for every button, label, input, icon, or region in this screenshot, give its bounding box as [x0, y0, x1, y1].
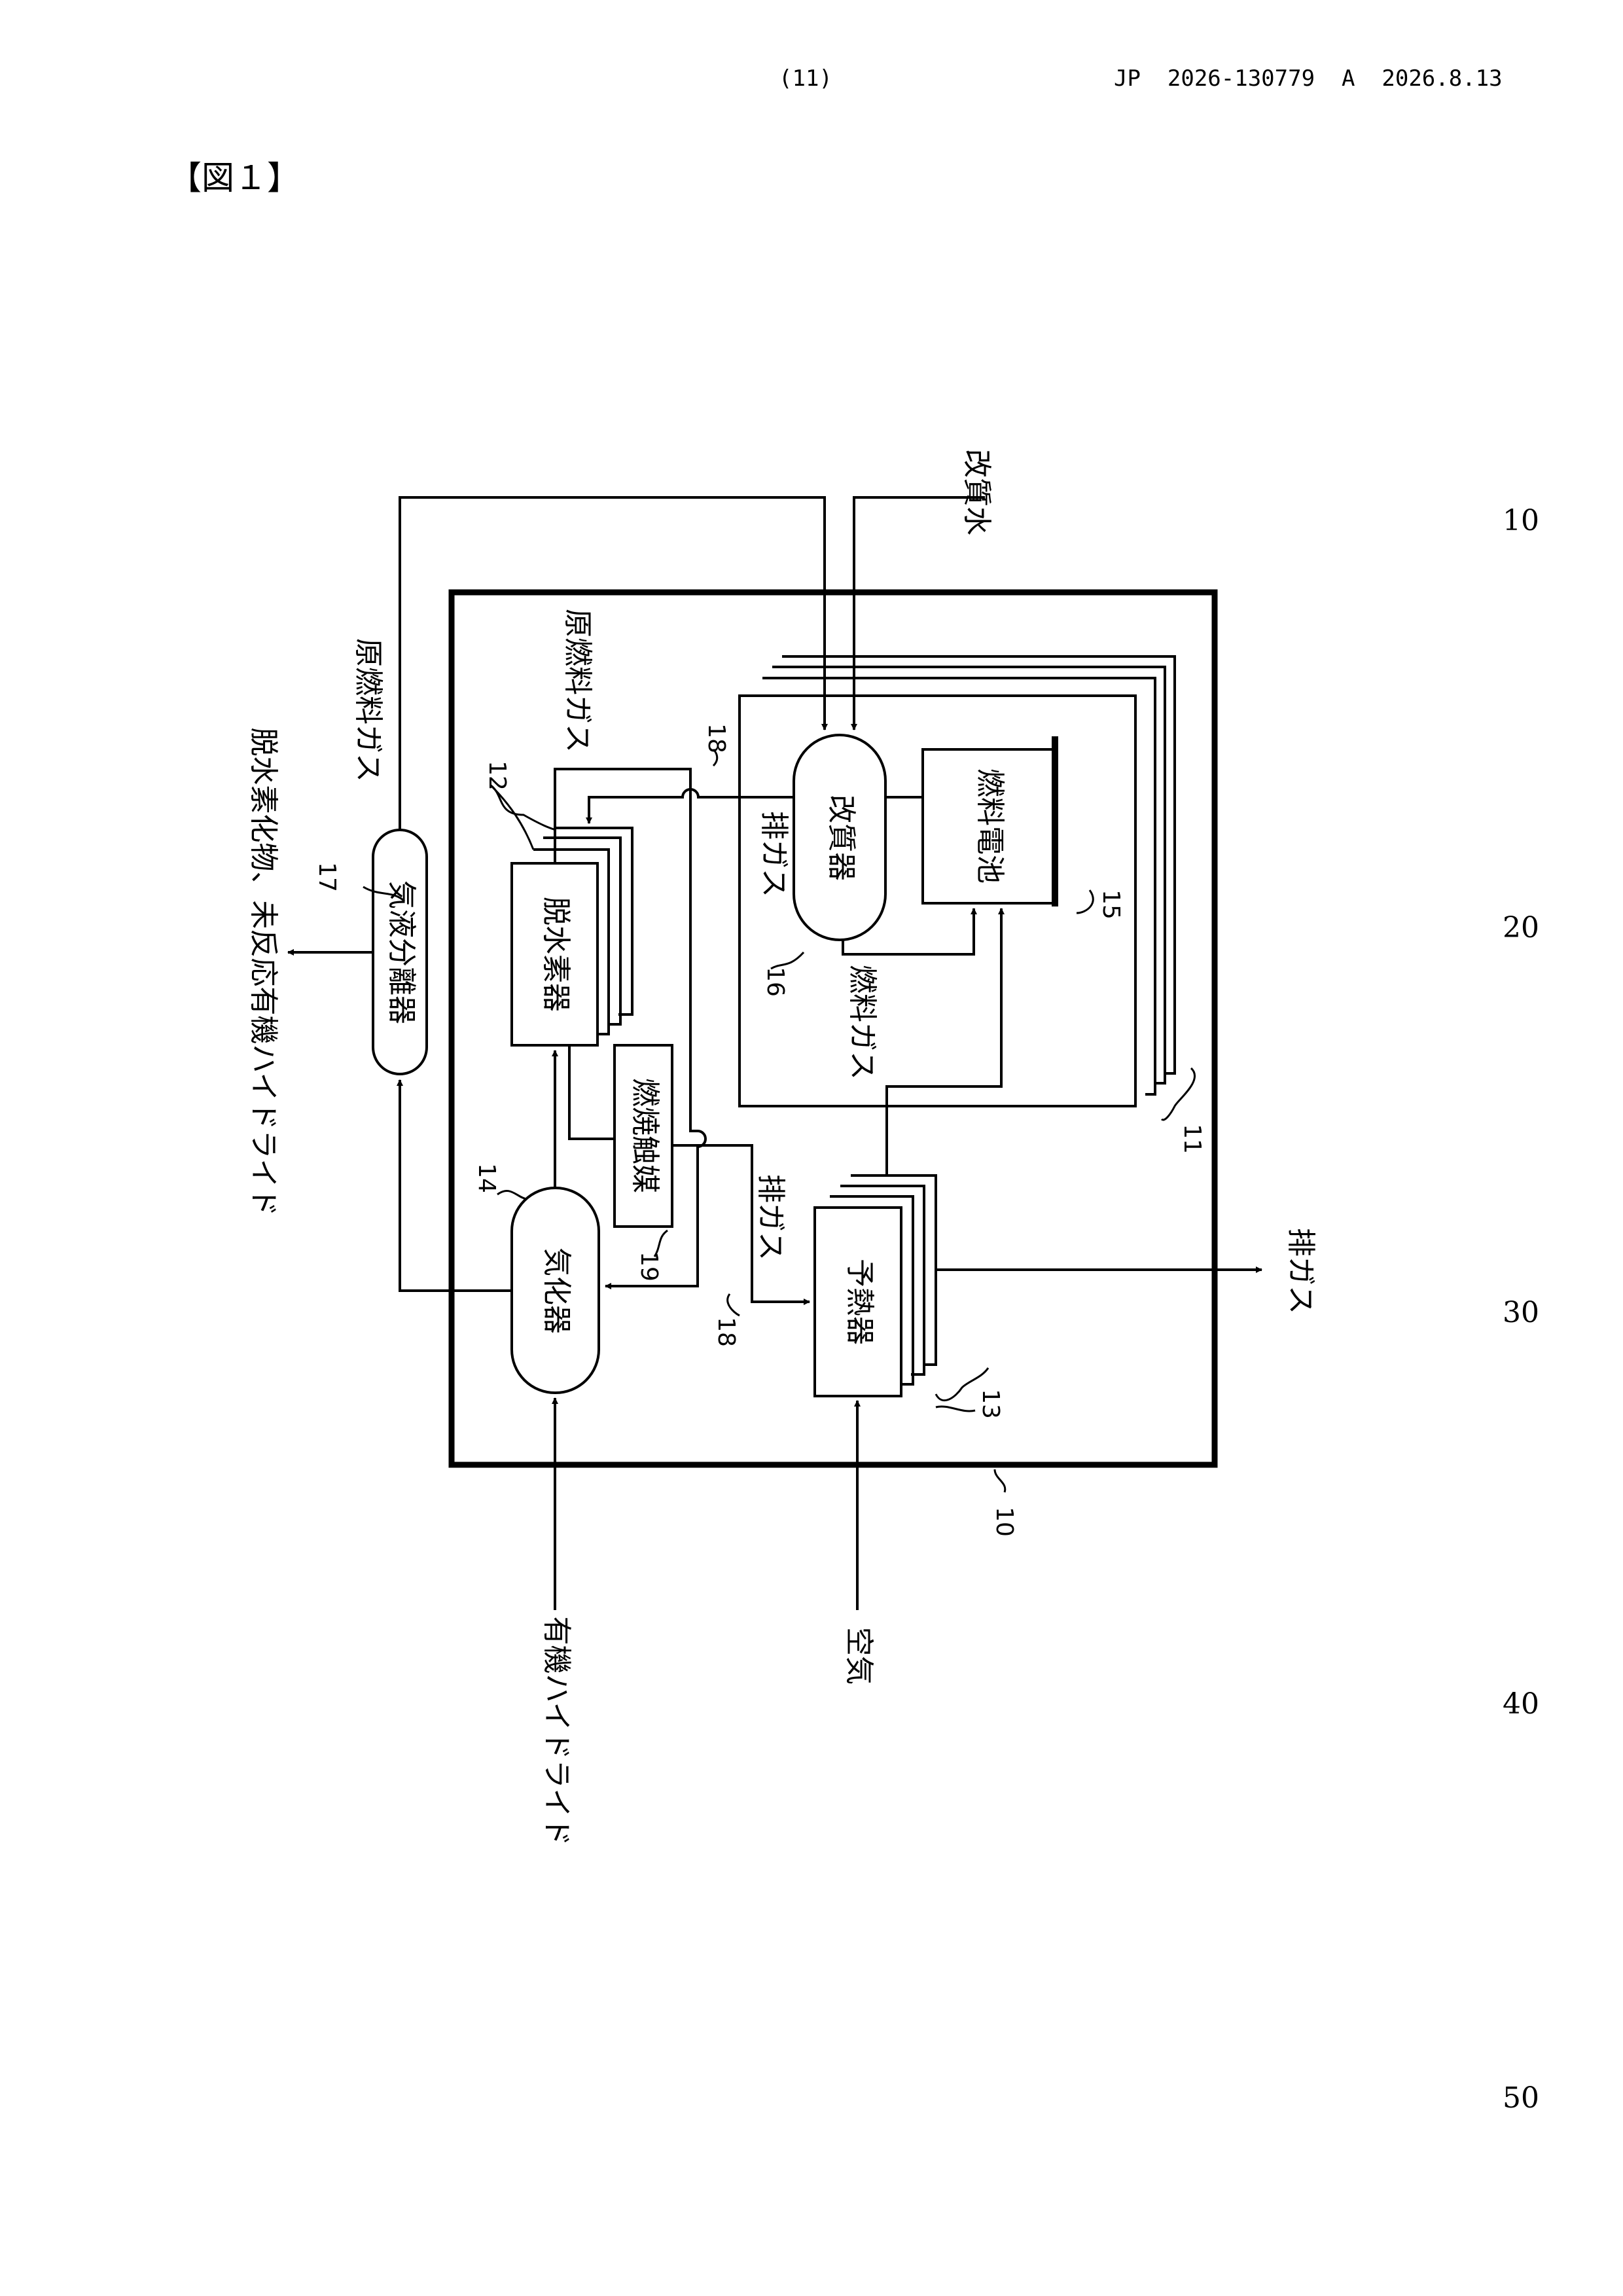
dehydrogenator-label: 脱水素器 — [539, 897, 573, 1012]
reformer-label: 改質器 — [825, 795, 858, 881]
preheater-label: 予熱器 — [843, 1259, 876, 1345]
vaporizer-label: 気化器 — [540, 1247, 573, 1334]
fuel-cell-label: 燃料電池 — [973, 768, 1007, 884]
separator-label: 気液分離器 — [385, 880, 418, 1024]
ref-13: 13 — [977, 1389, 1004, 1419]
module-frame-2 — [762, 678, 1155, 1094]
fuel-gas-label: 燃料ガス — [846, 965, 879, 1080]
exhaust-top-label: 排ガス — [757, 811, 791, 897]
air-label: 空気 — [842, 1627, 876, 1685]
raw-fuel-gas-inner-line — [555, 769, 705, 1286]
fuel-gas-line — [843, 908, 974, 954]
exhaust-out-label: 排ガス — [1284, 1228, 1317, 1314]
ref-16: 16 — [762, 967, 789, 997]
ref-19: 19 — [635, 1251, 662, 1282]
ref-14: 14 — [473, 1163, 500, 1193]
exhaust-middle-label: 排ガス — [754, 1174, 787, 1261]
ref-10: 10 — [991, 1507, 1018, 1537]
ref-18-bottom: 18 — [713, 1317, 740, 1347]
raw-fuel-gas-outer-label: 原燃料ガス — [351, 638, 385, 782]
organic-hydride-label: 有機ハイドライド — [540, 1616, 573, 1846]
separator-output-label: 脱水素化物、未反応有機ハイドライド — [247, 727, 280, 1216]
raw-fuel-gas-inner-label: 原燃料ガス — [561, 609, 594, 753]
catalyst-label: 燃焼触媒 — [628, 1078, 662, 1193]
raw-fuel-gas-loop — [400, 497, 825, 830]
air-to-fuel-cell-line — [887, 908, 1001, 1175]
ref-15: 15 — [1097, 889, 1124, 920]
reforming-water-label: 改質水 — [960, 449, 993, 535]
ref-17: 17 — [313, 862, 340, 892]
ref-12: 12 — [484, 761, 510, 791]
exhaust-middle-line — [672, 1145, 810, 1302]
ref-11: 11 — [1179, 1124, 1205, 1154]
ref-18-top: 18 — [703, 723, 730, 753]
